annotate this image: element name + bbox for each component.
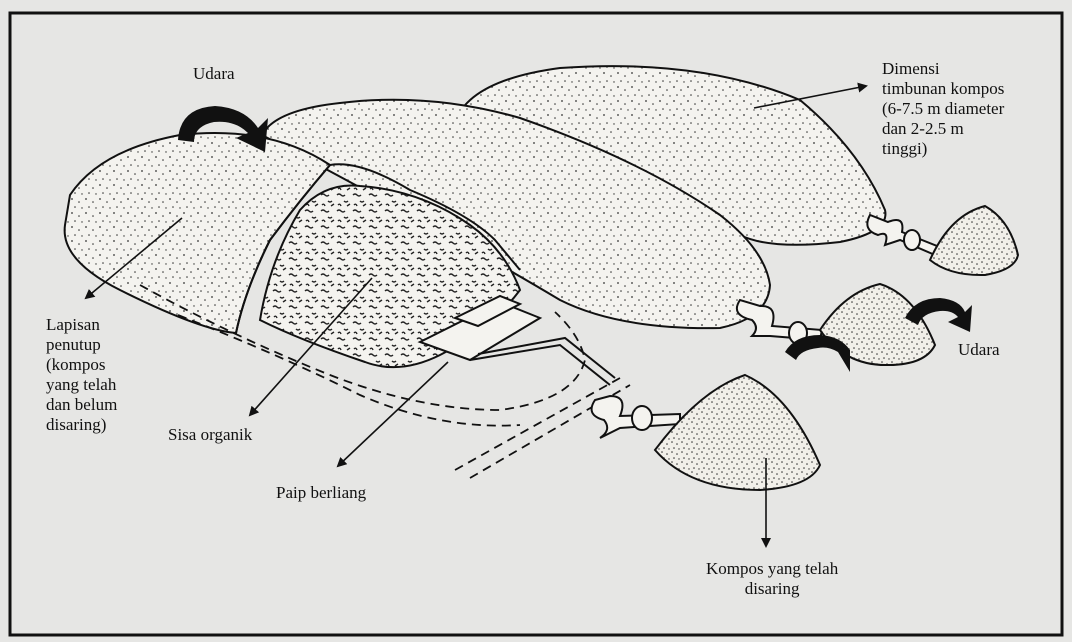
- label-udara-top: Udara: [193, 64, 235, 84]
- label-udara-right: Udara: [958, 340, 1000, 360]
- label-screened-compost: Kompos yang telah disaring: [706, 559, 838, 599]
- label-organic-residue: Sisa organik: [168, 425, 252, 445]
- label-cover-layer: Lapisan penutup (kompos yang telah dan b…: [46, 315, 117, 435]
- label-pile-dimensions: Dimensi timbunan kompos (6-7.5 m diamete…: [882, 59, 1004, 159]
- label-perforated-pipe: Paip berliang: [276, 483, 366, 503]
